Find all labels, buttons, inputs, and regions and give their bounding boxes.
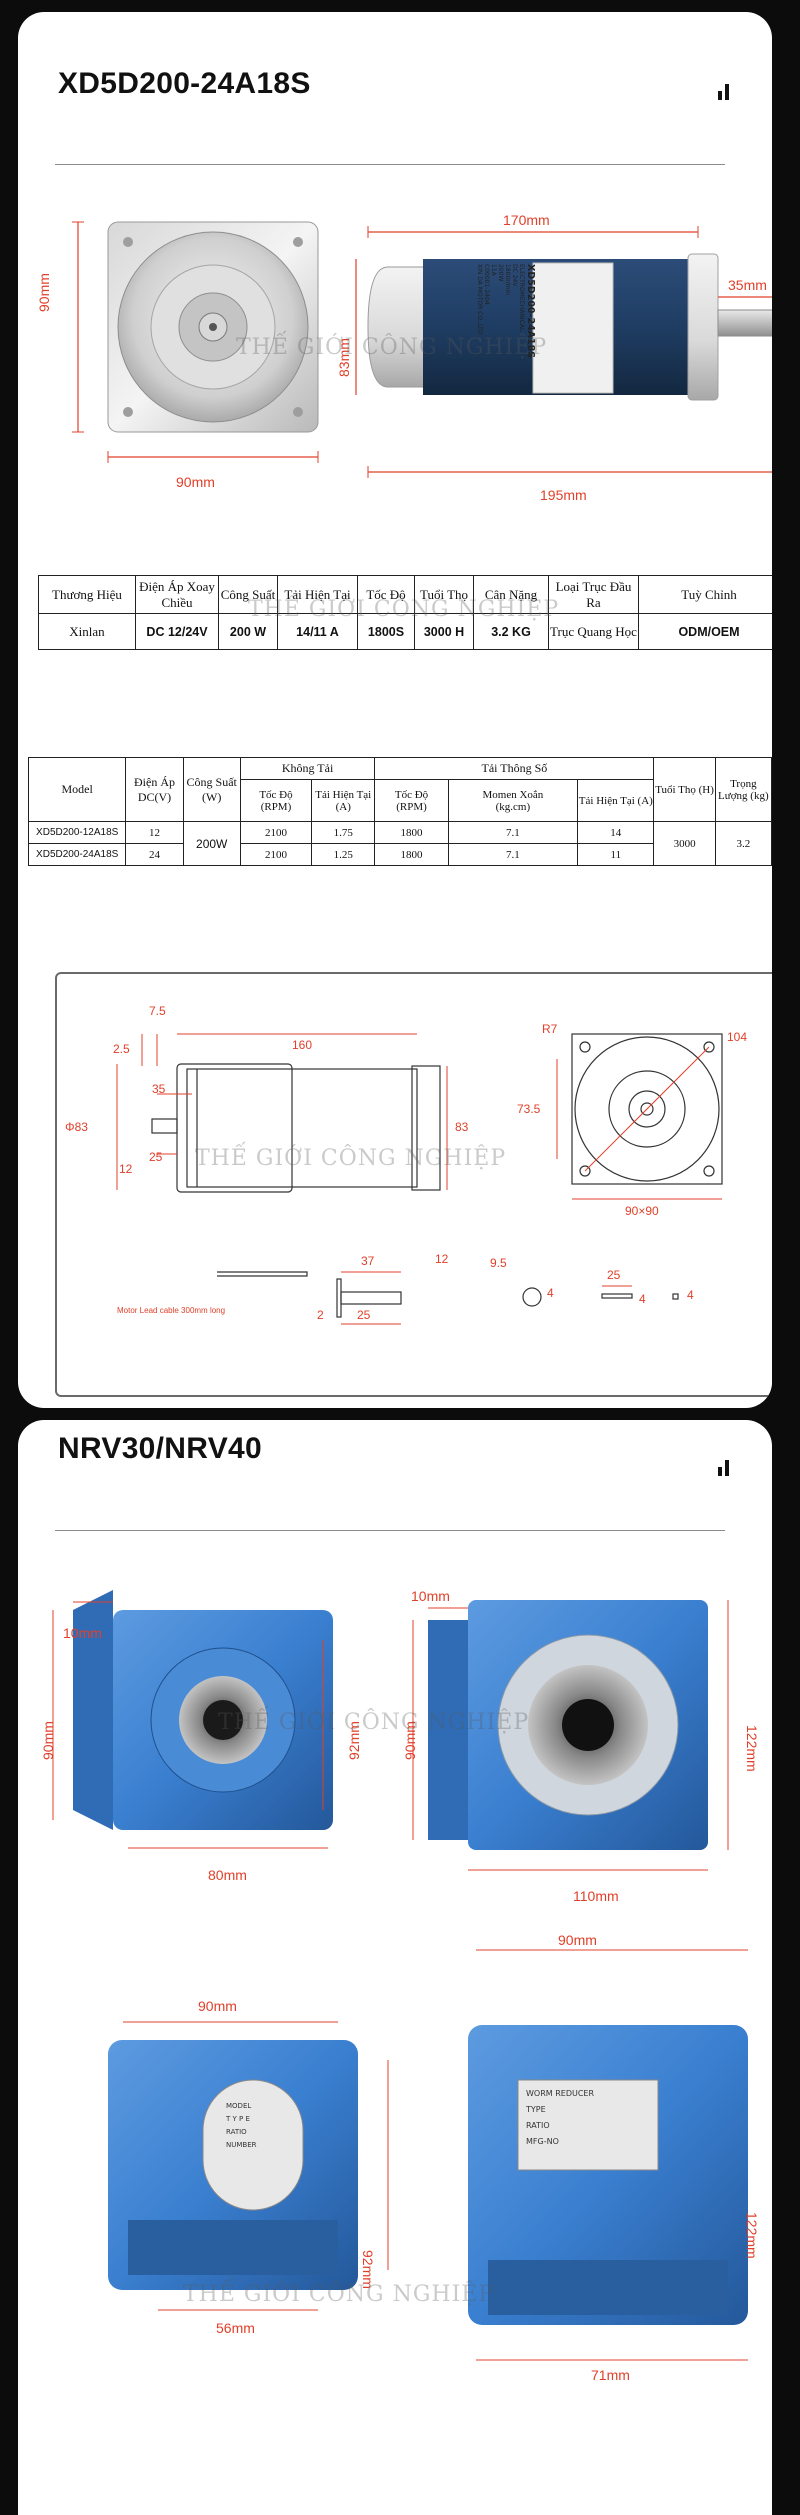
dim-90mm-horizontal: 90mm <box>176 474 215 490</box>
dim-25c: 25 <box>607 1268 621 1282</box>
model-table: Model Điện Áp DC(V) Công Suất (W) Không … <box>27 757 772 866</box>
watermark: THẾ GIỚI CÔNG NGHIỆP <box>183 2282 495 2307</box>
dim-83: 83 <box>455 1120 469 1134</box>
gearbox-photos <box>52 1590 748 2361</box>
cable-note: Motor Lead cable 300mm long <box>117 1306 226 1315</box>
dim-12b: 12 <box>435 1252 449 1266</box>
section-title: XD5D200-24A18S <box>58 67 311 100</box>
dim-90mm-d: 90mm <box>558 1932 597 1948</box>
dim-80mm: 80mm <box>208 1867 247 1883</box>
dim-37: 37 <box>361 1254 375 1268</box>
dim-r7: R7 <box>542 1022 558 1036</box>
dim-2-5: 2.5 <box>113 1042 130 1056</box>
dim-195mm: 195mm <box>540 487 587 503</box>
dim-phi83: Φ83 <box>65 1120 88 1134</box>
dim-122mm-a: 122mm <box>744 1725 760 1772</box>
dim-4b: 4 <box>639 1292 646 1306</box>
divider <box>55 1530 725 1531</box>
dim-9-5: 9.5 <box>490 1256 507 1270</box>
signal-icon <box>718 82 732 100</box>
watermark: THẾ GIỚI CÔNG NGHIỆP <box>218 1710 530 1735</box>
dim-90mm-c: 90mm <box>198 1998 237 2014</box>
product-card-gearbox: NRV30/NRV40 <box>18 1420 772 2515</box>
dim-35mm: 35mm <box>728 277 767 293</box>
divider <box>55 164 725 165</box>
dim-25b: 25 <box>357 1308 371 1322</box>
product-card-motor: XD5D200-24A18S <box>18 12 772 1408</box>
table-row: XD5D200-24A18S 24 2100 1.25 1800 7.1 11 <box>27 843 772 866</box>
dim-7-5: 7.5 <box>149 1004 166 1018</box>
drawing-lines <box>116 1033 723 1325</box>
dim-25: 25 <box>149 1150 163 1164</box>
watermark: THẾ GIỚI CÔNG NGHIỆP <box>236 335 548 360</box>
technical-drawing: 7.5 2.5 160 35 Φ83 25 12 83 R7 104 73.5 … <box>55 972 772 1397</box>
dim-90x90: 90×90 <box>625 1204 659 1218</box>
dim-104: 104 <box>727 1030 748 1044</box>
signal-icon <box>718 1458 732 1476</box>
watermark: THẾ GIỚI CÔNG NGHIỆP <box>195 1146 507 1171</box>
dim-10mm-b: 10mm <box>411 1588 450 1604</box>
dim-12: 12 <box>119 1162 133 1176</box>
dim-4a: 4 <box>547 1286 554 1300</box>
dim-160: 160 <box>292 1038 313 1052</box>
motor-photo <box>72 221 772 478</box>
dim-2: 2 <box>317 1308 324 1322</box>
dim-71mm: 71mm <box>591 2367 630 2383</box>
dim-110mm: 110mm <box>573 1888 619 1904</box>
watermark: THẾ GIỚI CÔNG NGHIỆP <box>248 597 560 622</box>
section-title: NRV30/NRV40 <box>58 1432 262 1465</box>
motor-nameplate: XD5D200-24A18S ELECTROMECHANICAL DC 24V … <box>476 264 536 359</box>
dim-10mm-a: 10mm <box>63 1625 102 1641</box>
dim-35: 35 <box>152 1082 166 1096</box>
dim-56mm: 56mm <box>216 2320 255 2336</box>
dim-73-5: 73.5 <box>517 1102 541 1116</box>
dim-90mm-a: 90mm <box>40 1721 56 1760</box>
table-row: XD5D200-12A18S 12 200W 2100 1.75 1800 7.… <box>27 821 772 866</box>
dim-122mm-b: 122mm <box>744 2212 760 2259</box>
dim-90mm-vertical: 90mm <box>36 273 52 312</box>
dim-170mm: 170mm <box>503 212 550 228</box>
spec-table: Thương Hiệu Điện Áp Xoay Chiều Công Suất… <box>38 575 772 650</box>
dim-4c: 4 <box>687 1288 694 1302</box>
